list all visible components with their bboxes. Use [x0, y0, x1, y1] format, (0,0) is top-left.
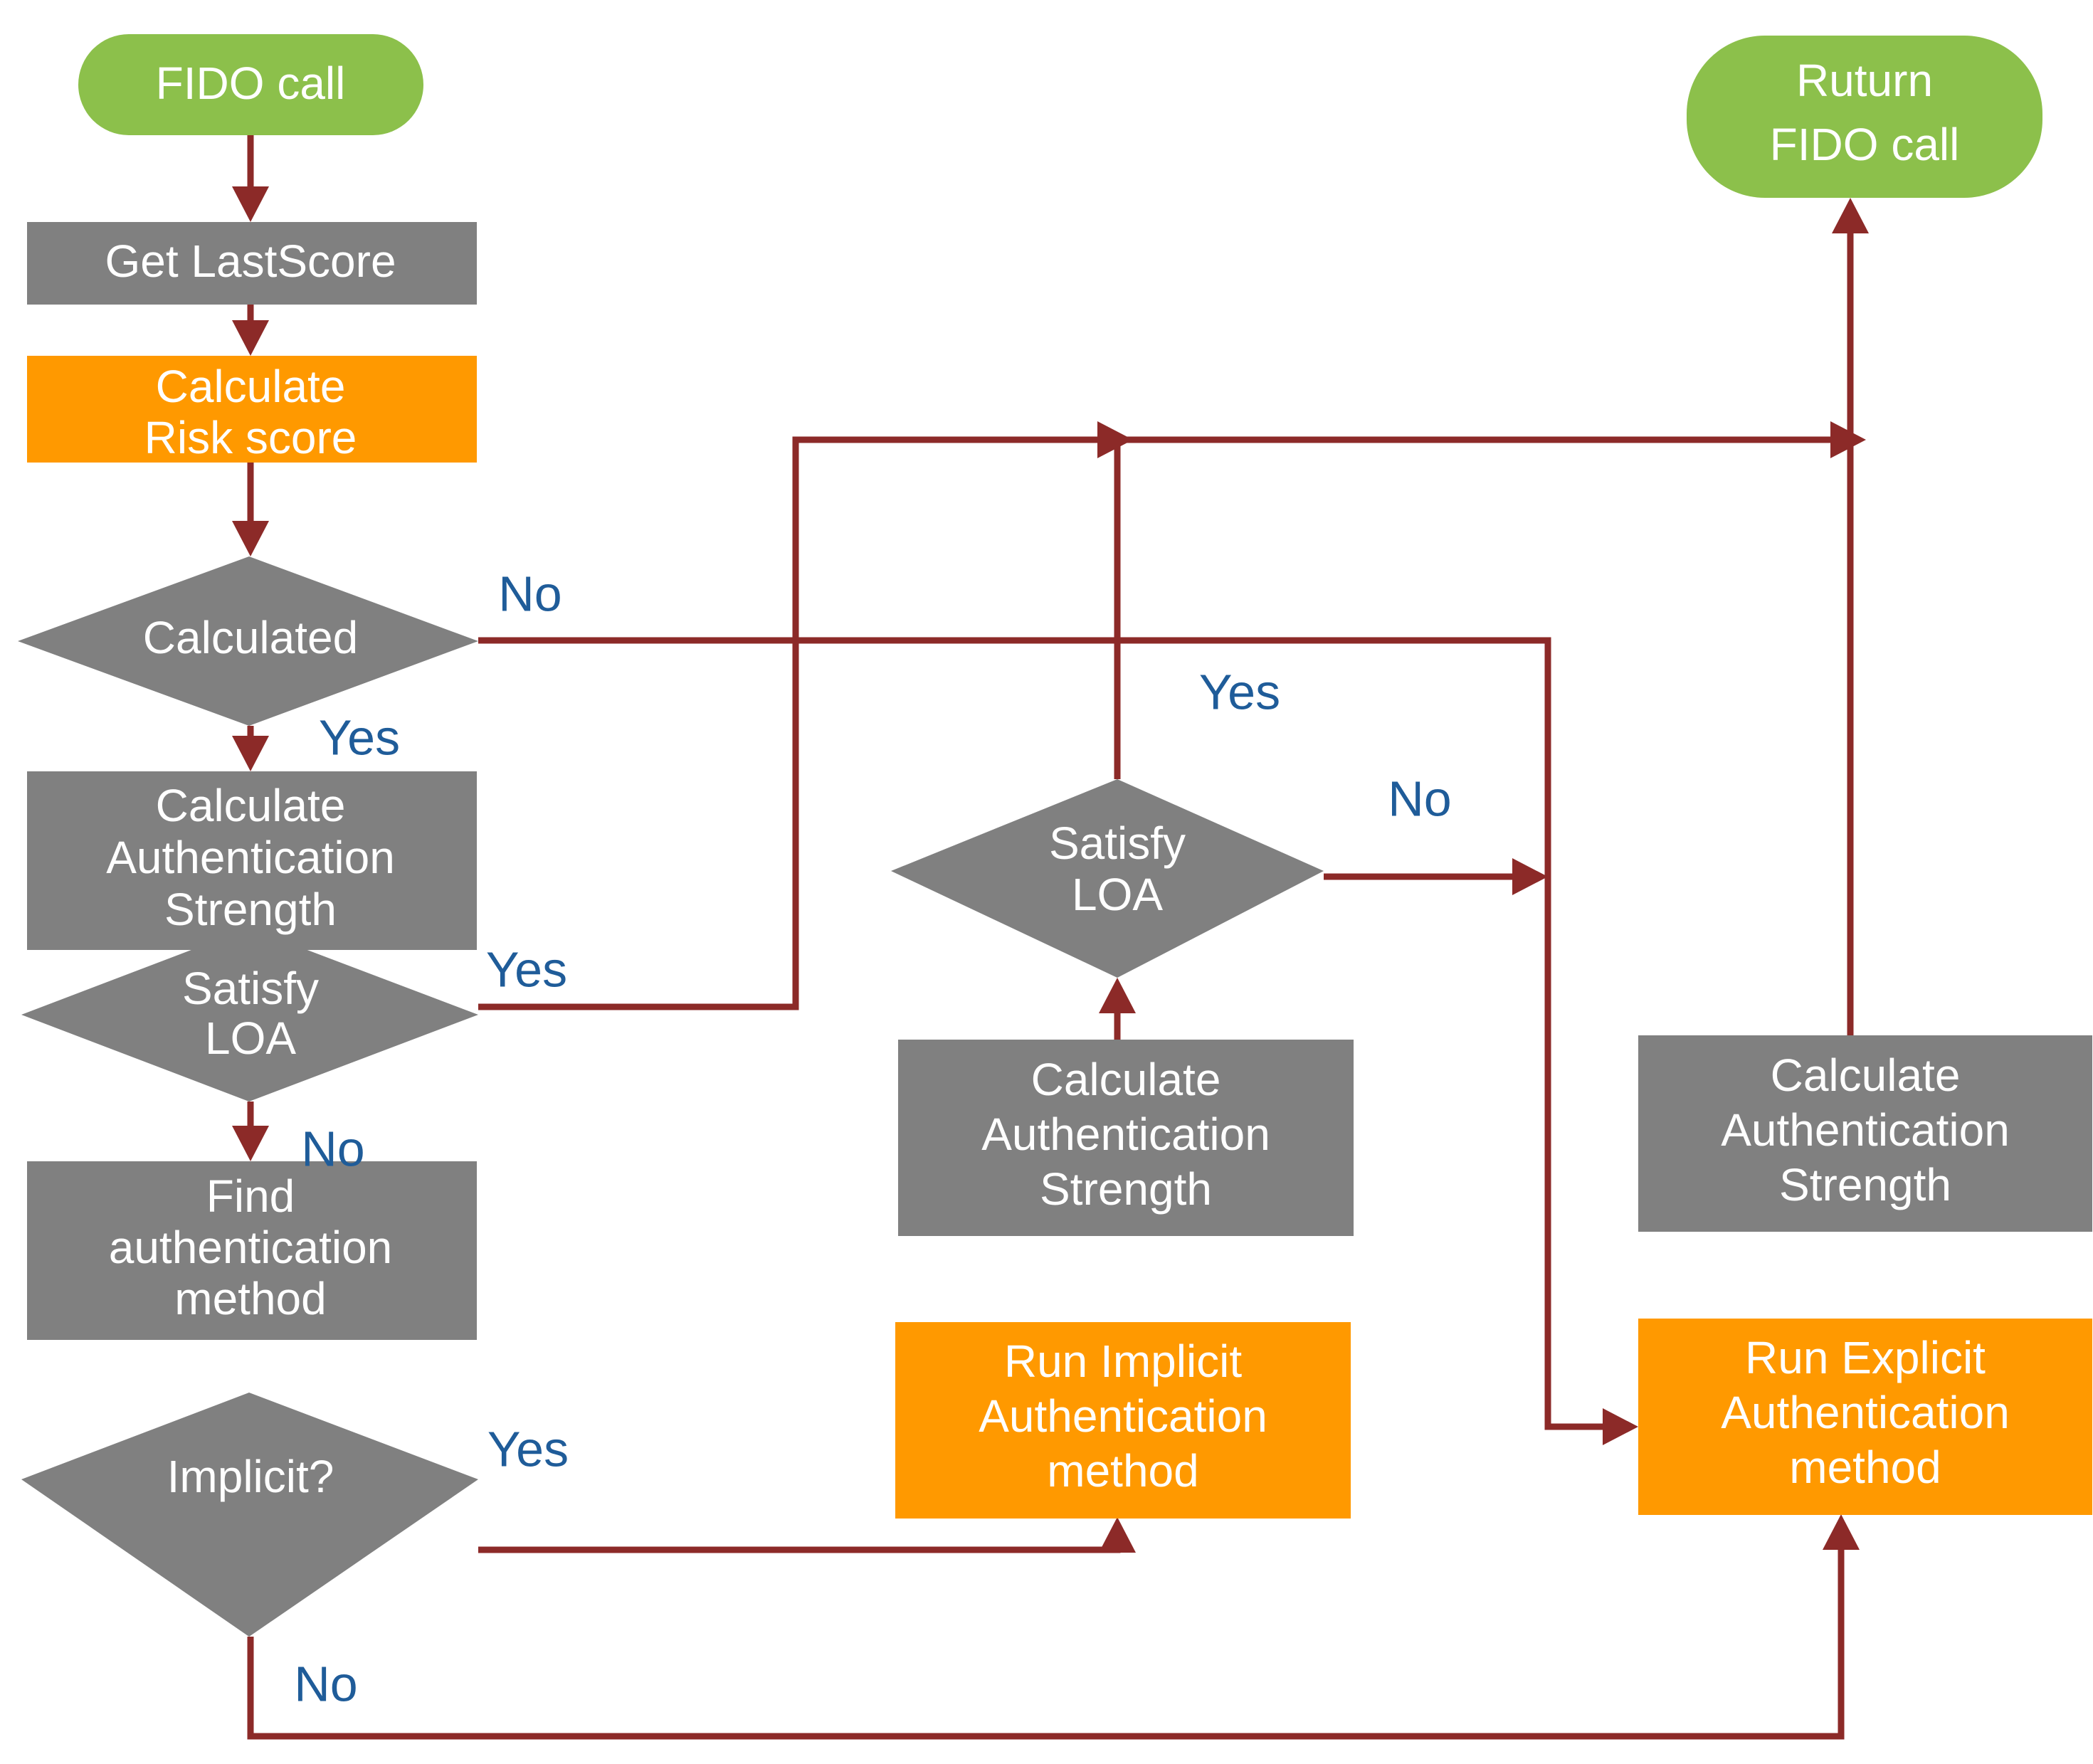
satisfy-loa-left-line2: LOA	[205, 1013, 296, 1064]
start-label: FIDO call	[156, 58, 346, 109]
find-auth-method-shape	[27, 1161, 477, 1340]
get-lastscore-shape	[27, 222, 477, 305]
return-terminator-shape	[1687, 36, 2042, 198]
calc-auth-mid-line3: Strength	[1040, 1163, 1212, 1215]
node-run-implicit-auth-method[interactable]: Run Implicit Authentication method	[895, 1322, 1351, 1519]
start-terminator-shape	[78, 34, 423, 135]
node-implicit-decision[interactable]: Implicit?	[21, 1393, 478, 1637]
return-label-line2: FIDO call	[1770, 119, 1960, 170]
calculate-risk-score-line1: Calculate	[156, 361, 346, 412]
return-label-line1: Ruturn	[1796, 55, 1933, 106]
calc-auth-right-line2: Authentication	[1721, 1104, 2010, 1156]
calc-auth-mid-line1: Calculate	[1031, 1054, 1221, 1105]
calculate-risk-score-shape	[27, 356, 477, 463]
implicit-label: Implicit?	[167, 1451, 334, 1502]
edge-labels-layer: No Yes Yes No Yes No Yes No	[294, 566, 1451, 1711]
edge-label-satisfy-loa-left-no: No	[301, 1121, 364, 1176]
find-method-line3: method	[174, 1273, 326, 1324]
calculated-decision-shape	[18, 556, 478, 726]
arrowhead-calculated	[232, 521, 269, 556]
satisfy-loa-mid-line1: Satisfy	[1049, 818, 1186, 869]
calculate-auth-strength-right-shape	[1638, 1035, 2092, 1232]
node-calculate-risk-score[interactable]: Calculate Risk score	[27, 356, 477, 463]
satisfy-loa-mid-line2: LOA	[1072, 869, 1163, 920]
edge-label-calculated-yes: Yes	[319, 709, 400, 765]
satisfy-loa-left-line1: Satisfy	[182, 963, 319, 1014]
arrowhead-join-right-riser	[1512, 858, 1548, 895]
edge-implicit-no	[247, 1530, 1845, 1740]
edge-calculated-no	[478, 637, 1623, 1430]
arrowhead-return-fido-call	[1832, 198, 1869, 233]
arrowhead-run-explicit-left	[1603, 1408, 1638, 1445]
node-run-explicit-auth-method[interactable]: Run Explicit Authentication method	[1638, 1319, 2092, 1515]
edge-label-calculated-no: No	[498, 566, 562, 621]
calculate-auth-strength-left-shape	[27, 771, 477, 950]
arrowhead-find-method	[232, 1126, 269, 1161]
run-explicit-auth-method-shape	[1638, 1319, 2092, 1515]
edge-label-implicit-no: No	[294, 1656, 357, 1711]
run-implicit-line1: Run Implicit	[1004, 1336, 1243, 1387]
implicit-decision-shape	[21, 1393, 478, 1637]
node-satisfy-loa-left[interactable]: Satisfy LOA	[21, 928, 478, 1102]
edge-satisfyloa-left-yes	[478, 436, 1850, 1010]
calculate-risk-score-line2: Risk score	[144, 412, 357, 463]
calc-auth-right-line1: Calculate	[1771, 1050, 1961, 1101]
satisfy-loa-middle-shape	[891, 779, 1324, 978]
edge-label-implicit-yes: Yes	[487, 1421, 569, 1477]
node-calculate-auth-strength-left[interactable]: Calculate Authentication Strength	[27, 771, 477, 950]
arrowhead-satisfyloa-mid	[1099, 978, 1136, 1013]
run-implicit-auth-method-shape	[895, 1322, 1351, 1519]
arrowhead-get-lastscore	[232, 186, 269, 222]
node-return-fido-call[interactable]: Ruturn FIDO call	[1687, 36, 2042, 198]
get-lastscore-label: Get LastScore	[105, 236, 396, 287]
satisfy-loa-left-shape	[21, 928, 478, 1102]
arrowhead-run-implicit	[1099, 1517, 1136, 1553]
calculate-auth-strength-middle-shape	[898, 1040, 1354, 1236]
run-explicit-line3: method	[1789, 1442, 1941, 1493]
arrowhead-calcrisk	[232, 320, 269, 356]
arrowhead-run-explicit-bottom	[1823, 1514, 1860, 1550]
arrowhead-calcauth-left	[232, 736, 269, 771]
calc-auth-mid-line2: Authentication	[981, 1109, 1270, 1160]
node-calculate-auth-strength-right[interactable]: Calculate Authentication Strength	[1638, 1035, 2092, 1232]
calc-auth-left-line2: Authentication	[106, 832, 395, 883]
edge-label-satisfy-loa-mid-no: No	[1388, 771, 1451, 826]
calc-auth-left-line1: Calculate	[156, 780, 346, 831]
node-get-lastscore[interactable]: Get LastScore	[27, 222, 477, 305]
run-explicit-line1: Run Explicit	[1745, 1332, 1986, 1383]
calc-auth-left-line3: Strength	[164, 884, 337, 935]
run-implicit-line3: method	[1047, 1445, 1198, 1496]
edge-label-satisfy-loa-mid-yes: Yes	[1199, 664, 1280, 719]
node-satisfy-loa-middle[interactable]: Satisfy LOA	[891, 779, 1324, 978]
node-find-auth-method[interactable]: Find authentication method	[27, 1161, 477, 1340]
calc-auth-right-line3: Strength	[1779, 1159, 1951, 1210]
node-calculate-auth-strength-middle[interactable]: Calculate Authentication Strength	[898, 1040, 1354, 1236]
find-method-line1: Find	[206, 1171, 295, 1222]
run-implicit-line2: Authentication	[979, 1390, 1267, 1442]
node-start-fido-call[interactable]: FIDO call	[78, 34, 423, 135]
edge-label-satisfy-loa-left-yes: Yes	[486, 941, 567, 997]
node-calculated-decision[interactable]: Calculated	[18, 556, 478, 726]
run-explicit-line2: Authentication	[1721, 1387, 2010, 1438]
edge-implicit-yes	[478, 1533, 1121, 1553]
find-method-line2: authentication	[109, 1222, 393, 1273]
calculated-label: Calculated	[143, 612, 358, 663]
